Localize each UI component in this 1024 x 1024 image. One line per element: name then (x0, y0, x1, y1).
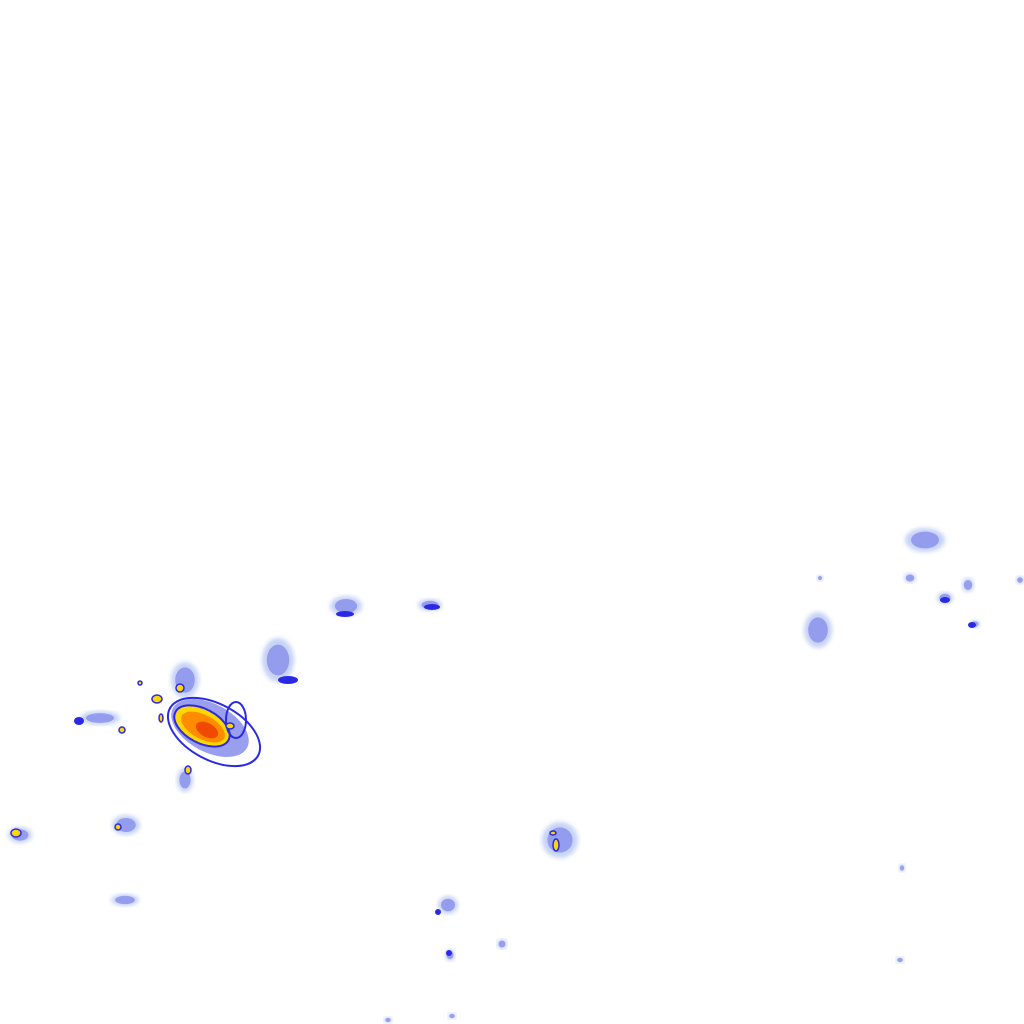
heavy-precip-core (10, 828, 22, 838)
moderate-precip-echo (897, 957, 903, 963)
echo-edge (446, 950, 452, 956)
moderate-precip-echo (115, 895, 135, 905)
heavy-precip-core (184, 765, 192, 775)
heavy-precip-core (137, 680, 143, 686)
heavy-precip-core (225, 722, 235, 730)
moderate-precip-echo (441, 898, 455, 912)
moderate-precip-echo (86, 713, 114, 723)
moderate-precip-echo (334, 599, 358, 613)
heavy-precip-core (118, 726, 126, 734)
storm-cell-core (195, 721, 219, 739)
moderate-precip-echo (905, 574, 915, 582)
heavy-precip-core (158, 713, 164, 723)
echo-edge (424, 604, 440, 610)
storm-outflow-arc (225, 701, 247, 739)
moderate-precip-echo (817, 575, 823, 581)
moderate-precip-echo (179, 771, 191, 789)
moderate-precip-echo (266, 644, 290, 676)
heavy-precip-core (552, 838, 560, 852)
moderate-precip-echo (911, 531, 939, 549)
echo-edge (968, 622, 976, 628)
echo-edge (74, 717, 84, 725)
heavy-precip-core (114, 823, 122, 831)
moderate-precip-echo (1017, 577, 1023, 583)
moderate-precip-echo (449, 1013, 455, 1019)
moderate-precip-echo (498, 940, 506, 948)
moderate-precip-echo (899, 865, 905, 871)
echo-edge (278, 676, 298, 684)
moderate-precip-echo (808, 617, 828, 643)
heavy-precip-core (151, 694, 163, 704)
moderate-precip-echo (385, 1017, 391, 1023)
echo-edge (336, 611, 354, 617)
echo-edge (435, 909, 441, 915)
storm-cell-outline (166, 696, 262, 768)
moderate-precip-echo (963, 580, 973, 590)
heavy-precip-core (549, 830, 557, 836)
heavy-precip-core (175, 683, 185, 693)
echo-edge (940, 597, 950, 603)
